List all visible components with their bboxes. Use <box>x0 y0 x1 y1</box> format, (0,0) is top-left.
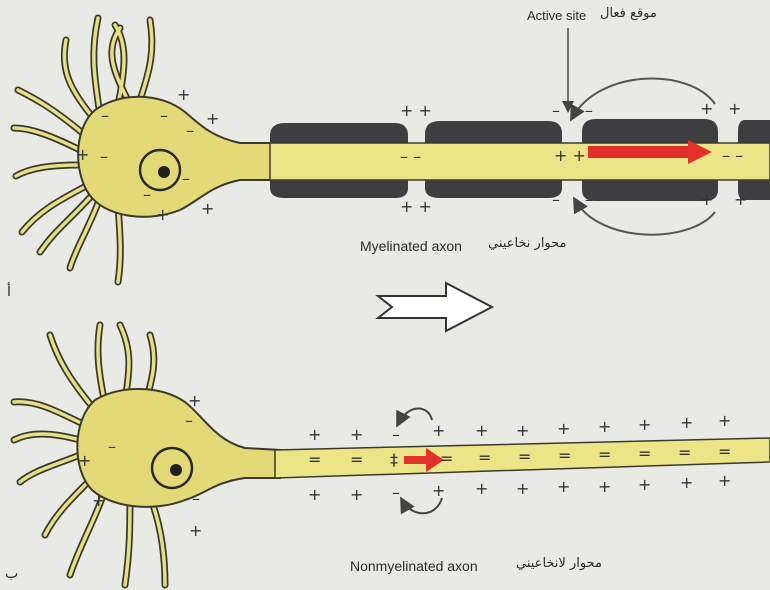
svg-text:+: + <box>76 145 89 164</box>
svg-text:–: – <box>101 106 109 125</box>
svg-text:–: – <box>585 101 593 120</box>
svg-text:+ +: + + <box>554 146 586 165</box>
svg-text:+: + <box>206 109 219 128</box>
svg-text:–: – <box>392 425 400 444</box>
current-loop-top <box>572 79 715 118</box>
svg-text:+: + <box>680 473 693 492</box>
svg-text:+: + <box>92 491 105 510</box>
svg-text:+: + <box>432 481 445 500</box>
svg-text:–: – <box>100 147 108 166</box>
svg-text:– –: – – <box>400 147 421 166</box>
current-loop-bottom <box>575 200 715 235</box>
myelin-segment <box>270 123 408 143</box>
svg-text:+: + <box>598 477 611 496</box>
panel-label-a: أ <box>7 284 11 300</box>
svg-text:=: = <box>678 443 691 462</box>
myelin-segment <box>270 180 408 198</box>
nonmyelinated-axon-label-en: Nonmyelinated axon <box>350 558 478 574</box>
svg-text:+: + <box>516 421 529 440</box>
svg-text:+: + <box>177 85 190 104</box>
svg-text:–: – <box>585 190 593 209</box>
myelin-segment <box>582 119 718 143</box>
svg-text:+: + <box>516 479 529 498</box>
transition-arrow <box>378 283 492 331</box>
myelinated-axon-label-en: Myelinated axon <box>360 238 462 254</box>
nucleolus-top <box>158 166 170 178</box>
svg-text:+: + <box>432 421 445 440</box>
svg-text:+: + <box>308 485 321 504</box>
svg-text:=: = <box>638 444 651 463</box>
panel-label-b: ب <box>5 566 18 582</box>
svg-text:+: + <box>350 485 363 504</box>
active-site-label-en: Active site <box>527 8 586 23</box>
svg-text:+: + <box>718 411 731 430</box>
myelinated-axon-label-ar: محوار نخاعيني <box>488 236 567 251</box>
svg-text:‡: ‡ <box>390 450 398 469</box>
svg-text:–: – <box>186 121 194 140</box>
svg-text:–: – <box>552 101 560 120</box>
svg-text:+: + <box>700 99 713 118</box>
svg-text:+: + <box>201 199 214 218</box>
svg-text:+: + <box>718 471 731 490</box>
svg-text:+: + <box>308 425 321 444</box>
svg-text:+: + <box>638 415 651 434</box>
svg-text:=: = <box>440 449 453 468</box>
current-loop-top-bottom <box>398 408 432 424</box>
svg-text:+: + <box>557 419 570 438</box>
svg-text:=: = <box>558 446 571 465</box>
svg-text:=: = <box>598 445 611 464</box>
active-site-label-ar: موقع فعال <box>600 6 657 21</box>
svg-text:+: + <box>78 451 91 470</box>
svg-text:+: + <box>680 413 693 432</box>
svg-text:=: = <box>478 448 491 467</box>
myelin-segment <box>738 120 770 143</box>
svg-text:+: + <box>598 417 611 436</box>
svg-text:=: = <box>350 450 363 469</box>
nonmyelinated-axon-label-ar: محوار لانخاعيني <box>516 556 602 571</box>
svg-text:+: + <box>350 425 363 444</box>
svg-text:– –: – – <box>722 146 743 165</box>
svg-text:–: – <box>185 411 193 430</box>
svg-text:–: – <box>552 190 560 209</box>
svg-text:–: – <box>192 489 200 508</box>
nonmyelinated-neuron: ++ ++ –– – ++ –+ ++ ++ ++ + == ‡= == == … <box>14 325 770 585</box>
svg-text:+: + <box>475 479 488 498</box>
svg-text:+ +: + + <box>400 101 432 120</box>
svg-text:+: + <box>700 190 713 209</box>
svg-text:–: – <box>143 185 151 204</box>
svg-text:=: = <box>518 447 531 466</box>
svg-text:+: + <box>557 477 570 496</box>
svg-text:+: + <box>475 421 488 440</box>
svg-text:+: + <box>638 475 651 494</box>
myelin-segment <box>582 180 718 201</box>
svg-text:–: – <box>108 437 116 456</box>
svg-text:+: + <box>728 99 741 118</box>
svg-text:–: – <box>160 106 168 125</box>
myelin-segment <box>425 180 562 198</box>
svg-text:+: + <box>188 391 201 410</box>
svg-text:–: – <box>182 169 190 188</box>
svg-text:+: + <box>189 521 202 540</box>
svg-text:–: – <box>392 483 400 502</box>
svg-text:+ +: + + <box>400 197 432 216</box>
svg-text:+: + <box>734 190 747 209</box>
current-loop-bottom-bottom <box>402 498 442 513</box>
nucleolus-bottom <box>170 464 182 476</box>
svg-text:+: + <box>156 205 169 224</box>
myelin-segment <box>425 121 562 143</box>
svg-text:=: = <box>718 442 731 461</box>
svg-text:=: = <box>308 450 321 469</box>
